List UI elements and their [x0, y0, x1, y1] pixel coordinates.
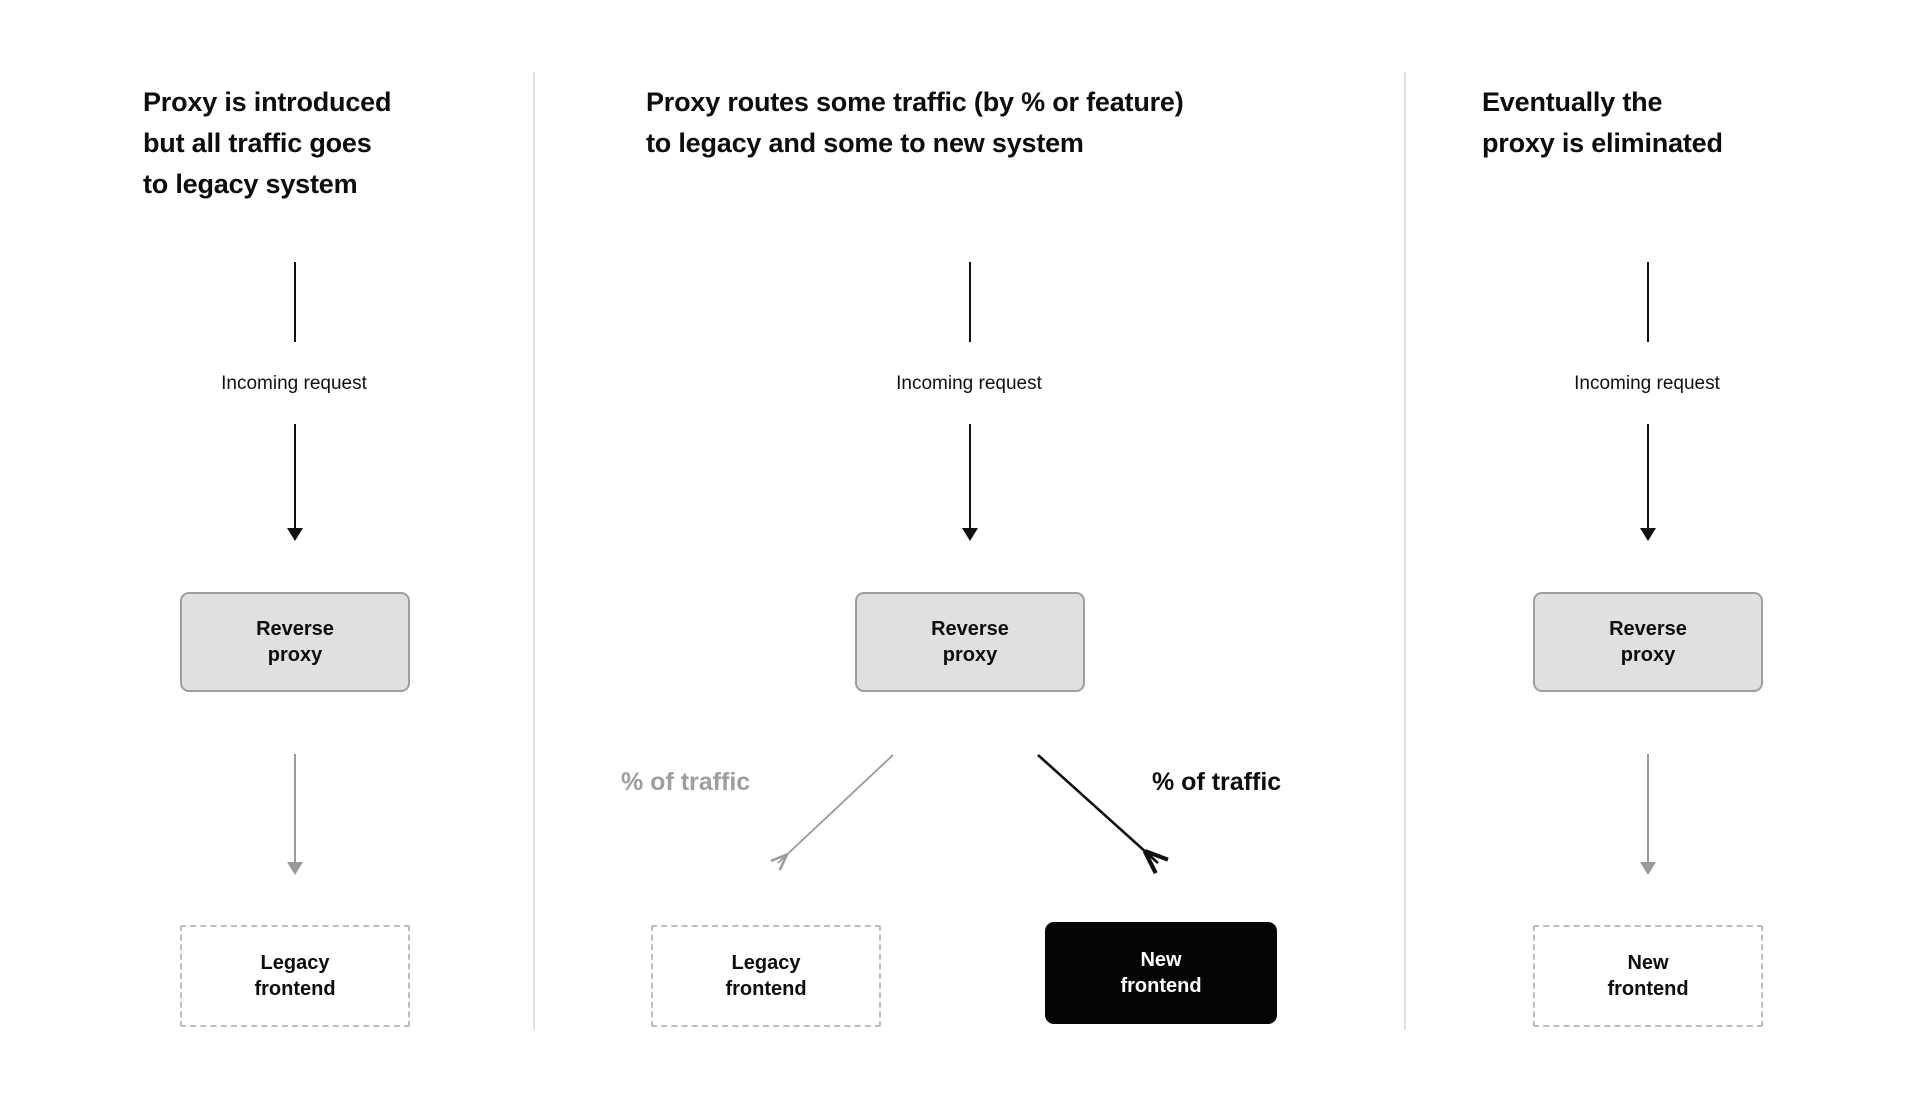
panel-stage-1: Proxy is introduced but all traffic goes… — [0, 0, 533, 1104]
stage-2-arrow-to-proxy-shaft — [969, 424, 971, 532]
stage-3-reverse-proxy-node[interactable]: Reverse proxy — [1533, 592, 1763, 692]
panel-stage-3: Eventually the proxy is eliminated Incom… — [1404, 0, 1920, 1104]
panel-stage-1-title: Proxy is introduced but all traffic goes… — [143, 87, 392, 199]
stage-3-incoming-request-label: Incoming request — [1574, 373, 1720, 394]
stage-2-branch-arrow-legacy — [778, 754, 894, 863]
stage-2-new-frontend-node[interactable]: New frontend — [1045, 922, 1277, 1024]
stage-1-arrow-to-proxy-head — [287, 528, 303, 541]
stage-2-right-branch-label: % of traffic — [1152, 768, 1282, 796]
stage-3-new-frontend-node[interactable]: New frontend — [1533, 925, 1763, 1027]
panel-stage-3-title: Eventually the proxy is eliminated — [1482, 87, 1723, 158]
stage-2-arrow-to-proxy-head — [962, 528, 978, 541]
stage-3-arrow-to-proxy-shaft — [1647, 424, 1649, 532]
stage-1-reverse-proxy-node[interactable]: Reverse proxy — [180, 592, 410, 692]
stage-3-arrow-to-proxy-head — [1640, 528, 1656, 541]
stage-2-incoming-stub — [969, 262, 971, 342]
stage-2-reverse-proxy-node[interactable]: Reverse proxy — [855, 592, 1085, 692]
panel-stage-2-title: Proxy routes some traffic (by % or featu… — [646, 87, 1184, 158]
stage-1-incoming-stub — [294, 262, 296, 342]
stage-2-left-branch-label: % of traffic — [621, 768, 751, 796]
stage-1-arrow-to-legacy-shaft — [294, 754, 296, 866]
stage-2-branch-arrows — [533, 754, 1404, 900]
stage-2-legacy-frontend-node[interactable]: Legacy frontend — [651, 925, 881, 1027]
panel-stage-2: Proxy routes some traffic (by % or featu… — [533, 0, 1404, 1104]
stage-1-arrow-to-proxy-shaft — [294, 424, 296, 532]
stage-1-incoming-request-label: Incoming request — [221, 373, 367, 394]
stage-3-arrow-to-new-shaft — [1647, 754, 1649, 866]
stage-1-legacy-frontend-node[interactable]: Legacy frontend — [180, 925, 410, 1027]
stage-1-arrow-to-legacy-head — [287, 862, 303, 875]
panel-divider-left — [533, 72, 535, 1030]
stage-2-branch-arrow-new — [1037, 754, 1158, 863]
panel-divider-right — [1404, 72, 1406, 1030]
stage-3-arrow-to-new-head — [1640, 862, 1656, 875]
stage-3-incoming-stub — [1647, 262, 1649, 342]
stage-2-incoming-request-label: Incoming request — [896, 373, 1042, 394]
